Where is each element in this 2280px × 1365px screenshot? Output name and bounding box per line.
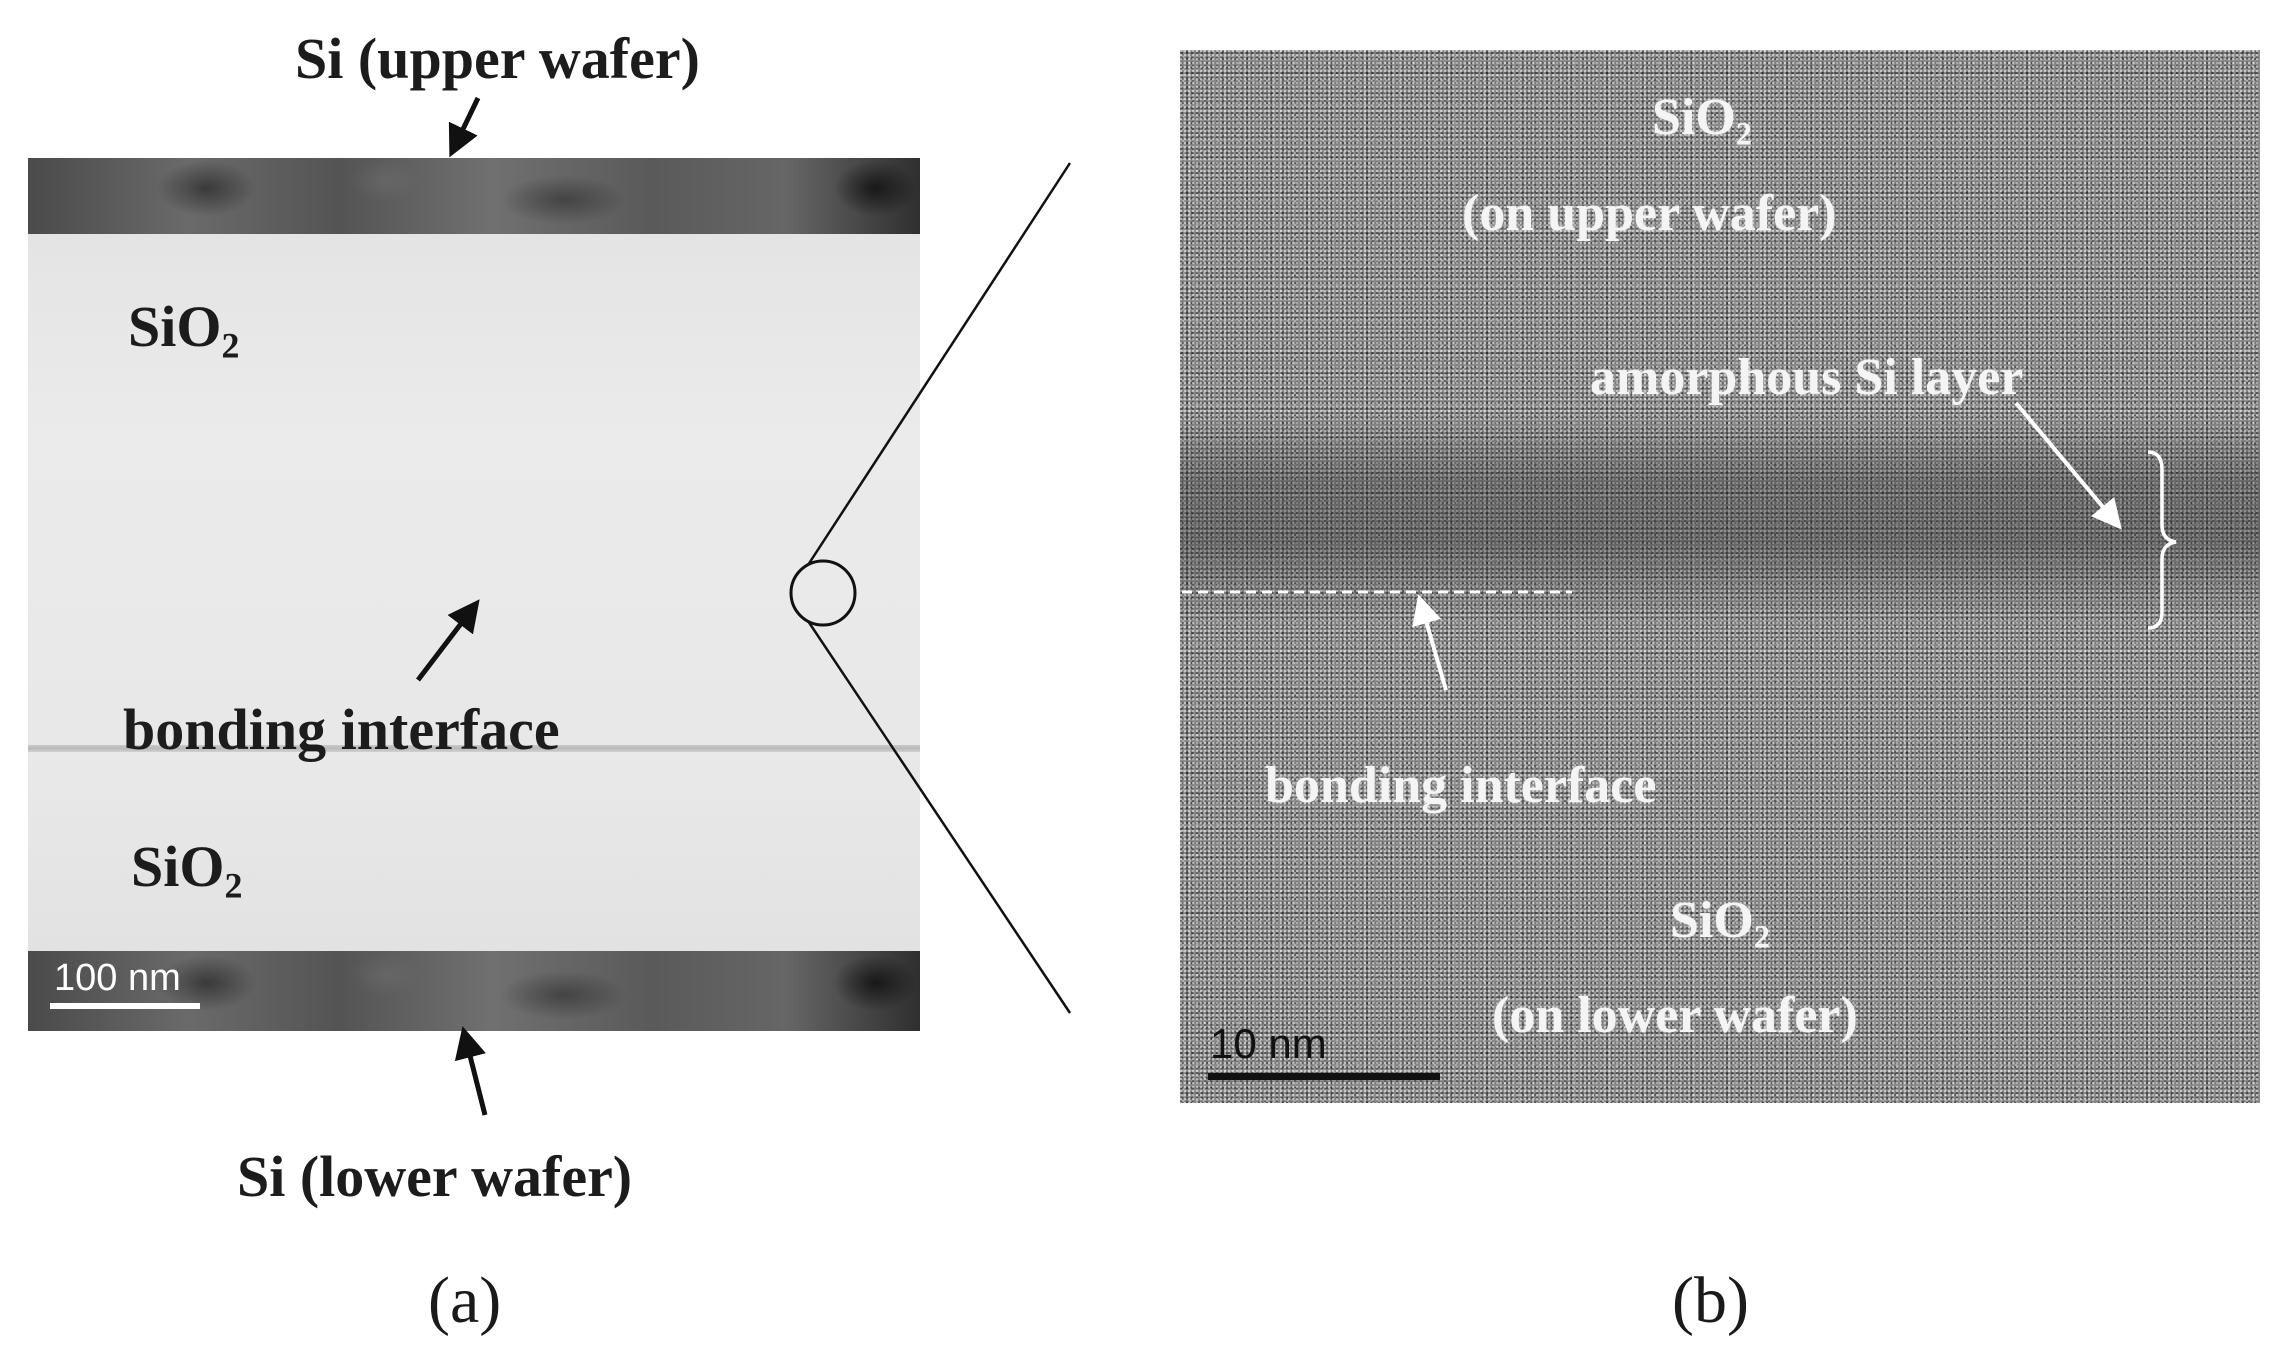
lower-wafer-label-b: (on lower wafer) [1492, 987, 1858, 1044]
scale-bar-b [1208, 1073, 1440, 1080]
arrow-bonding-interface-b [1412, 594, 1448, 691]
bonding-interface-label-b: bonding interface [1265, 757, 1657, 814]
si-upper-layer [28, 158, 920, 234]
si-upper-wafer-label: Si (upper wafer) [295, 26, 700, 91]
caption-b: (b) [1672, 1264, 1749, 1337]
upper-wafer-label-b: (on upper wafer) [1462, 185, 1837, 242]
arrow-si-lower [454, 1026, 488, 1116]
arrow-amorphous-si [2014, 401, 2122, 530]
hrtem-image-panel-b: SiO2 (on upper wafer) amorphous Si layer… [1180, 50, 2260, 1103]
arrow-bonding-interface-a [416, 599, 480, 682]
si-lower-layer [28, 951, 920, 1031]
scale-bar-label-b: 10 nm [1210, 1020, 1327, 1067]
sio2-upper-label: SiO2 [128, 294, 240, 366]
sio2-upper-label-b: SiO2 [1652, 89, 1752, 152]
sio2-lower-label-b: SiO2 [1670, 892, 1770, 955]
sio2-lower-label: SiO2 [131, 834, 243, 906]
amorphous-layer-brace [2147, 450, 2177, 630]
sio2-upper-layer [28, 234, 920, 746]
scale-bar-a [50, 1003, 200, 1009]
bonding-interface-label: bonding interface [123, 697, 560, 762]
si-lower-wafer-label: Si (lower wafer) [237, 1144, 633, 1209]
amorphous-si-layer-label: amorphous Si layer [1590, 349, 2024, 406]
zoom-line-lower [806, 620, 1072, 1014]
sio2-lower-layer [28, 752, 920, 951]
bonding-interface-line [28, 745, 920, 752]
scale-bar-label-a: 100 nm [54, 957, 181, 999]
amorphous-si-band [1180, 415, 2260, 625]
tem-image-panel-a: SiO2 bonding interface SiO2 100 nm [28, 158, 920, 1031]
arrow-si-upper [448, 96, 481, 158]
zoom-line-upper [806, 162, 1072, 566]
magnification-circle [789, 559, 857, 627]
caption-a: (a) [428, 1264, 502, 1337]
